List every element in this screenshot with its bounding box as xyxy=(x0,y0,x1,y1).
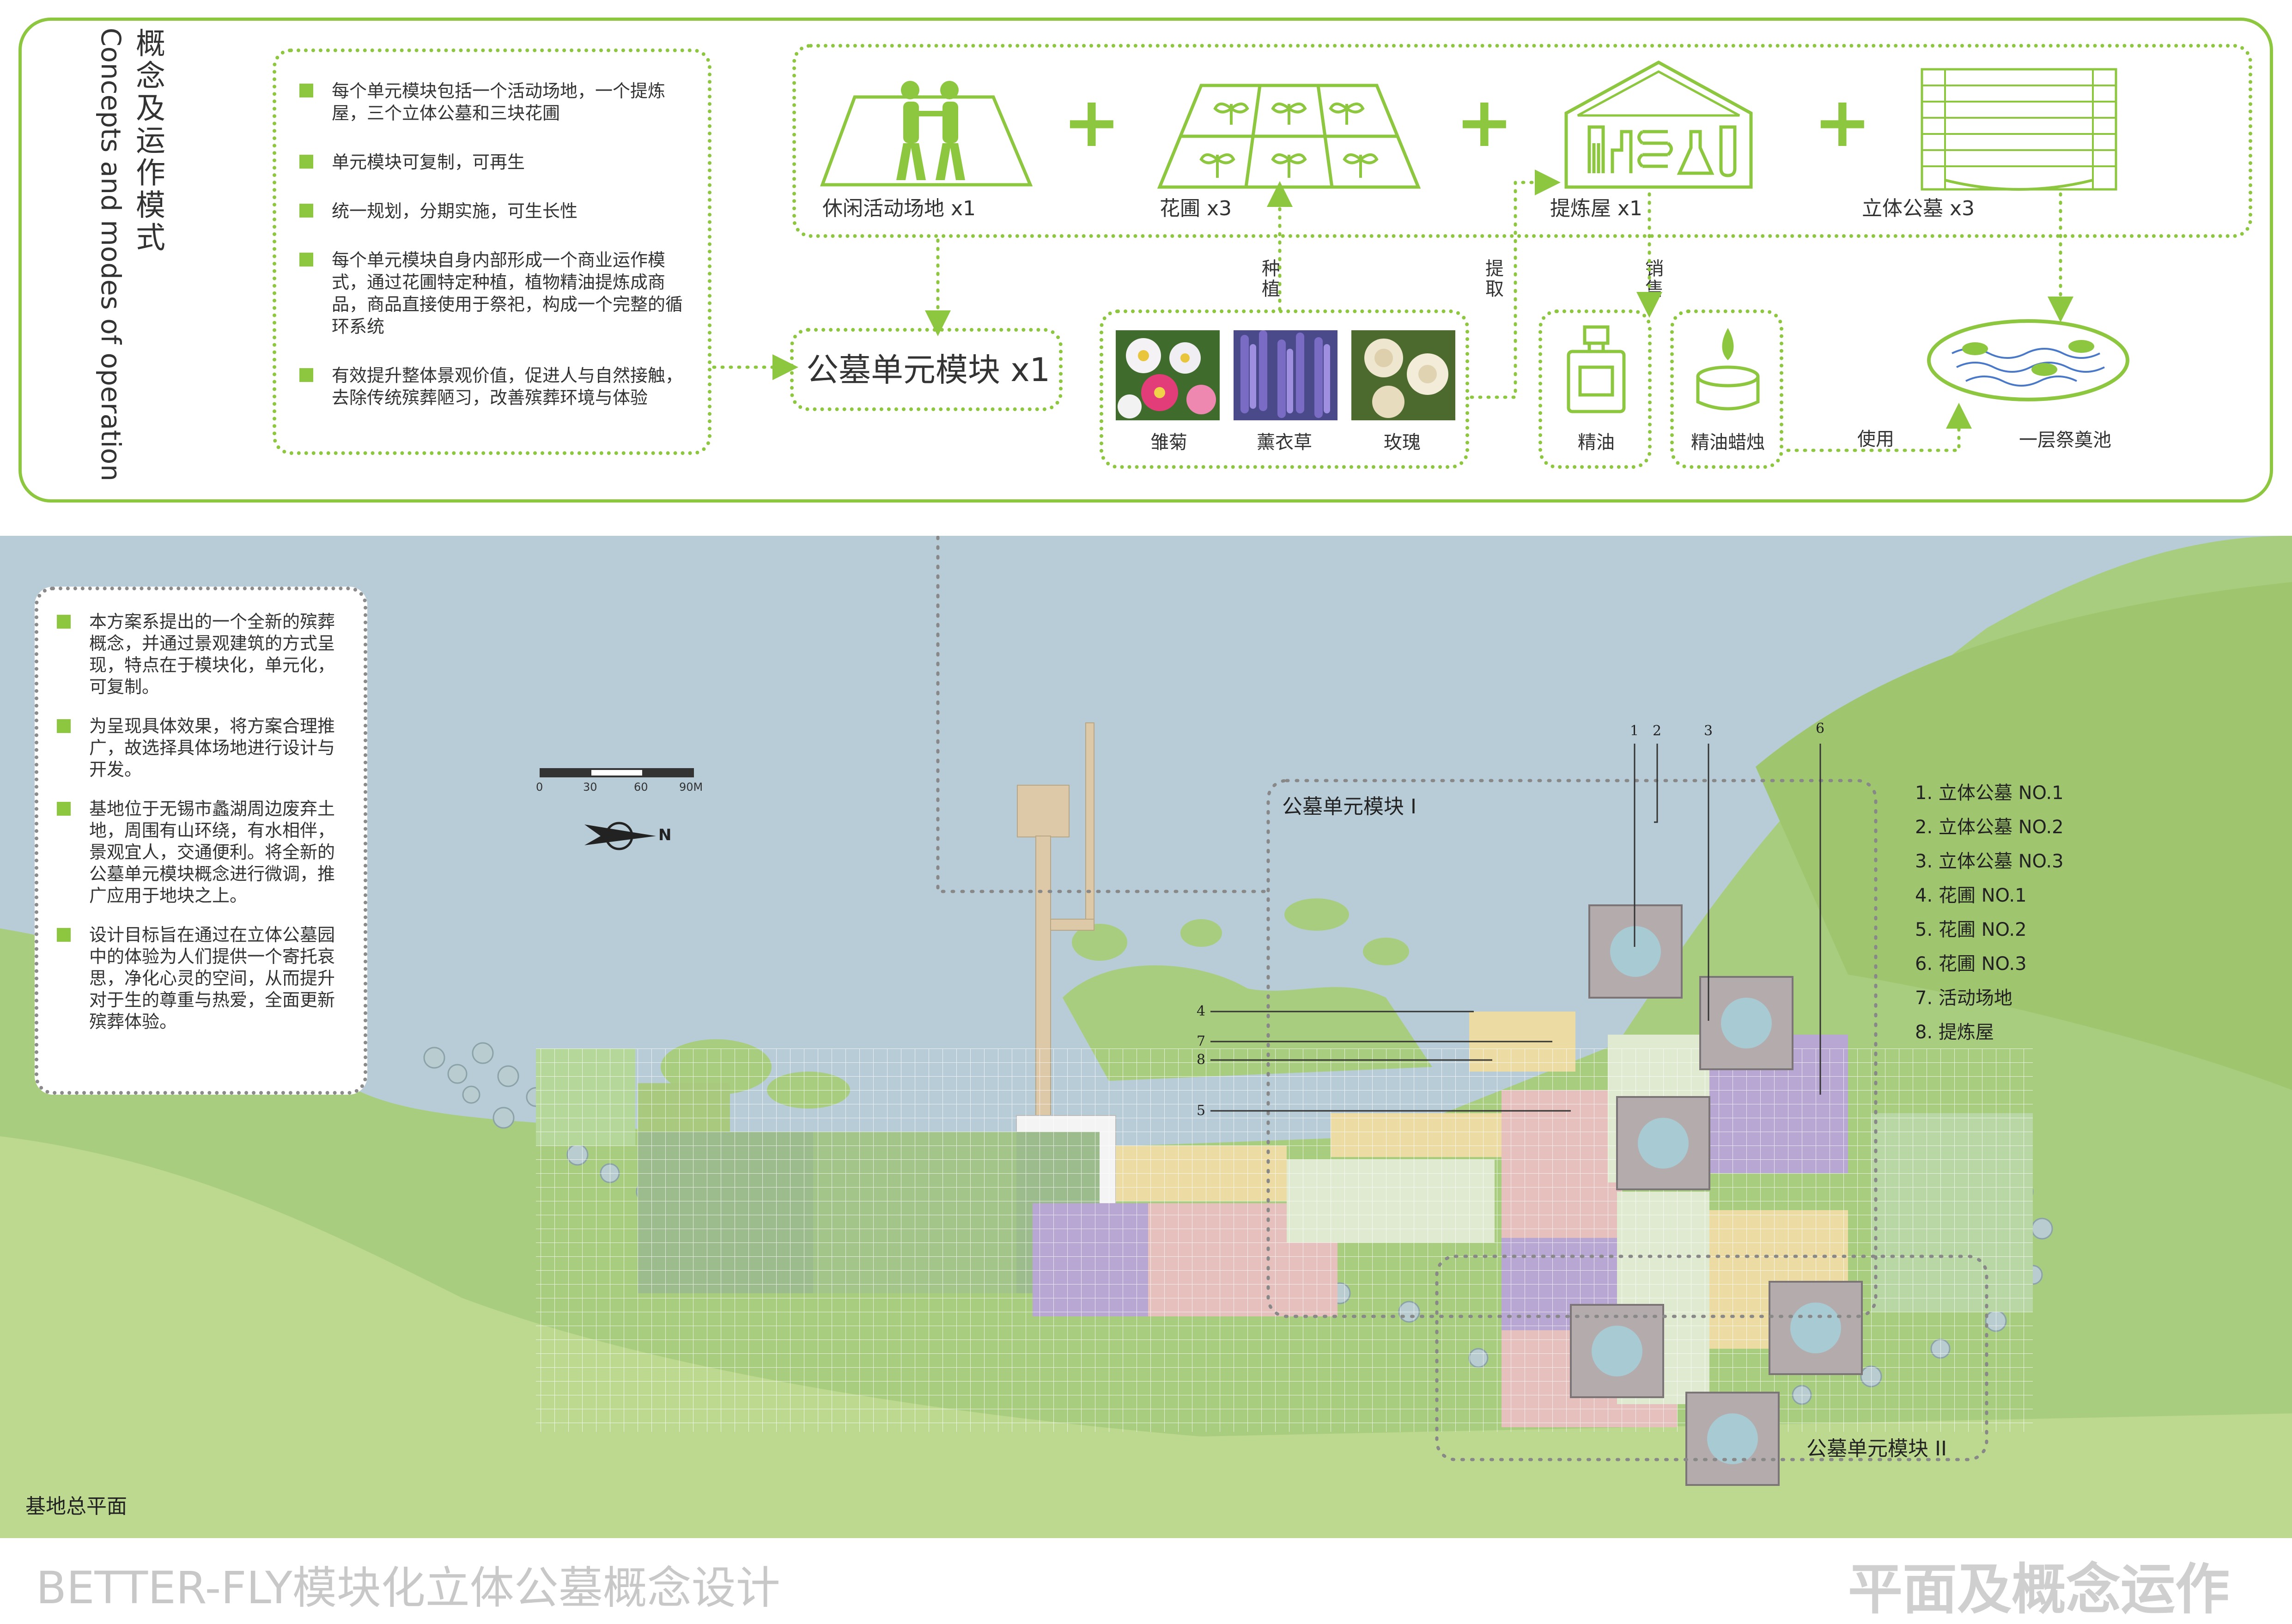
memorial-pool-icon xyxy=(1927,319,2129,401)
garden-plot-icon xyxy=(1157,84,1421,189)
callout-number: 6 xyxy=(1816,721,1825,737)
lavender-photo-icon xyxy=(1234,330,1338,420)
concept-title-en: Concepts and modes of operation xyxy=(95,28,127,482)
plus-icon: + xyxy=(1455,82,1514,163)
cemetery-tower-icon xyxy=(1921,68,2117,191)
callout-number: 3 xyxy=(1704,723,1713,739)
flower-daisy-label: 雏菊 xyxy=(1150,432,1187,453)
site-note: 本方案系提出的一个全新的殡葬概念，并通过景观建筑的方式呈现，特点在于模块化，单元… xyxy=(57,611,345,698)
product-candle-label: 精油蜡烛 xyxy=(1691,432,1765,453)
callout-number: 2 xyxy=(1653,723,1662,739)
flow-extract-label: 提取 xyxy=(1482,259,1503,299)
scale-tick: 90M xyxy=(679,781,703,794)
north-label: N xyxy=(658,826,672,844)
flower-rose-label: 玫瑰 xyxy=(1384,432,1421,453)
concept-bullet: 每个单元模块包括一个活动场地，一个提炼屋，三个立体公墓和三块花圃 xyxy=(295,80,689,124)
legend-item: 1. 立体公墓 NO.1 xyxy=(1915,782,2064,804)
callout-number: 4 xyxy=(1197,1003,1206,1019)
components-box xyxy=(792,44,2252,238)
concept-bullet: 每个单元模块自身内部形成一个商业运作模式，通过花圃特定种植，植物精油提炼成商品，… xyxy=(295,249,689,338)
activity-label: 休闲活动场地 x1 xyxy=(822,197,976,220)
legend-item: 5. 花圃 NO.2 xyxy=(1915,919,2027,940)
legend-item: 3. 立体公墓 NO.3 xyxy=(1915,851,2064,872)
module-label: 公墓单元模块 x1 xyxy=(806,351,1051,389)
legend-item: 6. 花圃 NO.3 xyxy=(1915,953,2027,975)
callout-number: 7 xyxy=(1197,1033,1206,1049)
rose-photo-icon xyxy=(1351,330,1455,420)
daisy-photo-icon xyxy=(1116,330,1220,420)
scale-tick: 60 xyxy=(634,781,648,794)
concept-title: 概念及运作模式 Concepts and modes of operation xyxy=(74,28,180,490)
perfume-bottle-icon xyxy=(1567,325,1626,413)
legend-item: 7. 活动场地 xyxy=(1915,988,2012,1009)
cemetery-label: 立体公墓 x3 xyxy=(1862,197,1975,220)
concept-title-cn: 概念及运作模式 xyxy=(131,28,165,254)
flower-lavender-label: 薰衣草 xyxy=(1257,432,1312,453)
callout-number: 8 xyxy=(1197,1052,1206,1068)
scale-tick: 30 xyxy=(583,781,597,794)
flowers-box xyxy=(1100,309,1469,469)
plan-label: 基地总平面 xyxy=(25,1495,127,1518)
flow-plant-label: 种植 xyxy=(1258,259,1280,299)
refinery-house-icon xyxy=(1564,61,1753,189)
concept-bullet: 统一规划，分期实施，可生长性 xyxy=(295,200,689,222)
footer-title: BETTER-FLY模块化立体公墓概念设计 xyxy=(36,1562,780,1614)
pool-label: 一层祭奠池 xyxy=(2019,430,2111,451)
footer-section: 平面及概念运作 xyxy=(1848,1557,2230,1621)
legend-item: 2. 立体公墓 NO.2 xyxy=(1915,817,2064,838)
product-oil-label: 精油 xyxy=(1578,432,1615,453)
module-2-label: 公墓单元模块 II xyxy=(1806,1437,1947,1460)
site-plan-map xyxy=(0,536,2292,1538)
site-notes-box: 本方案系提出的一个全新的殡葬概念，并通过景观建筑的方式呈现，特点在于模块化，单元… xyxy=(35,587,367,1095)
concept-bullets: 每个单元模块包括一个活动场地，一个提炼屋，三个立体公墓和三块花圃 单元模块可复制… xyxy=(295,80,689,409)
site-note: 设计目标旨在通过在立体公墓园中的体验为人们提供一个寄托哀思，净化心灵的空间，从而… xyxy=(57,924,345,1033)
flow-use-label: 使用 xyxy=(1857,429,1894,450)
plan-legend: 1. 立体公墓 NO.1 2. 立体公墓 NO.2 3. 立体公墓 NO.3 4… xyxy=(1915,776,2064,1049)
plus-icon: + xyxy=(1063,82,1121,163)
legend-item: 8. 提炼屋 xyxy=(1915,1022,1994,1043)
concept-bullets-box: 每个单元模块包括一个活动场地，一个提炼屋，三个立体公墓和三块花圃 单元模块可复制… xyxy=(273,48,711,455)
callout-number: 1 xyxy=(1630,723,1639,739)
site-notes: 本方案系提出的一个全新的殡葬概念，并通过景观建筑的方式呈现，特点在于模块化，单元… xyxy=(57,611,345,1033)
legend-item: 4. 花圃 NO.1 xyxy=(1915,885,2027,906)
plus-icon: + xyxy=(1813,82,1872,163)
candle-box xyxy=(1670,309,1783,469)
scale-bar xyxy=(540,768,694,777)
garden-label: 花圃 x3 xyxy=(1160,197,1232,220)
concept-bullet: 单元模块可复制，可再生 xyxy=(295,151,689,173)
concept-panel xyxy=(18,18,2273,503)
oil-box xyxy=(1538,309,1652,469)
site-note: 基地位于无锡市蠡湖周边废弃土地，周围有山环绕，有水相伴，景观宜人，交通便利。将全… xyxy=(57,798,345,907)
scale-tick: 0 xyxy=(536,781,543,794)
module-1-label: 公墓单元模块 I xyxy=(1282,795,1417,818)
concept-bullet: 有效提升整体景观价值，促进人与自然接触，去除传统殡葬陋习，改善殡葬环境与体验 xyxy=(295,364,689,409)
flow-connectors xyxy=(712,170,2073,452)
refinery-label: 提炼屋 x1 xyxy=(1550,197,1643,220)
site-plan-drawing xyxy=(0,536,2292,1538)
north-arrow-icon xyxy=(584,822,656,850)
site-note: 为呈现具体效果，将方案合理推广，故选择具体场地进行设计与开发。 xyxy=(57,715,345,781)
cemetery-towers xyxy=(1570,904,1863,1486)
callout-number: 5 xyxy=(1197,1103,1206,1119)
activity-field-icon xyxy=(820,81,1033,187)
candle-icon xyxy=(1696,328,1760,411)
